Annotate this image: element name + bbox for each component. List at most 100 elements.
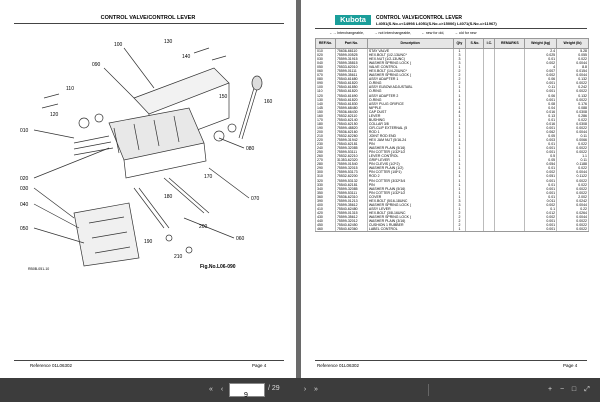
table-cell: [494, 117, 526, 122]
column-header: Weight (kg): [524, 38, 558, 49]
table-cell: [483, 121, 496, 126]
table-cell: [494, 101, 526, 106]
fit-page-icon[interactable]: □: [571, 386, 577, 393]
table-cell: 0.11: [556, 158, 589, 163]
table-cell: [494, 174, 526, 179]
table-cell: [483, 194, 496, 199]
left-page: CONTROL VALVE/CONTROL LEVER: [0, 0, 296, 378]
column-header: Weight (lb): [556, 38, 589, 49]
table-cell: 75599-32085: [334, 186, 368, 191]
table-cell: 0.001: [524, 227, 558, 233]
table-cell: 300: [315, 170, 336, 175]
table-cell: [483, 154, 496, 159]
table-cell: [483, 223, 496, 228]
table-cell: [494, 57, 526, 62]
table-cell: 120: [315, 93, 336, 98]
model-serial-range: L4051(S.No.=<14998 L4051(S.No.=>15006) L…: [376, 21, 497, 26]
table-cell: 75599-48820: [334, 125, 368, 130]
table-cell: 31353-62320: [334, 158, 368, 163]
column-header: Qty: [452, 38, 467, 49]
legend-item: → not interchangeable,: [373, 31, 412, 35]
column-header: REMARKS: [494, 38, 526, 49]
callout-label: 150: [219, 94, 228, 100]
footer-page: Page 4: [252, 363, 267, 368]
table-cell: [494, 109, 526, 114]
double-left-arrow-icon[interactable]: «: [209, 386, 213, 393]
table-cell: [483, 227, 496, 233]
fullscreen-icon[interactable]: ⤢: [584, 386, 590, 393]
table-cell: [494, 65, 526, 70]
table-cell: 0.0044: [556, 73, 589, 78]
double-right-arrow-icon[interactable]: »: [314, 386, 318, 393]
table-cell: 75540-62450: [334, 223, 368, 228]
table-cell: [494, 133, 526, 139]
table-cell: 250: [315, 150, 336, 155]
diagram-reference-note: RB0B-051-10: [28, 267, 50, 271]
table-cell: [494, 93, 526, 98]
table-cell: [483, 125, 496, 130]
table-cell: 0.176: [556, 101, 589, 106]
left-arrow-icon[interactable]: ‹: [220, 386, 224, 393]
page-gutter: [296, 0, 301, 378]
table-cell: 75532-62110: [334, 113, 368, 118]
table-cell: 0.132: [556, 93, 589, 98]
table-cell: [494, 85, 526, 90]
column-header: REF.No.: [315, 38, 336, 49]
table-cell: 75532-62210: [334, 154, 368, 159]
table-cell: [483, 77, 496, 82]
table-cell: 0.088: [556, 105, 589, 110]
table-cell: 75599-01540: [334, 162, 368, 167]
table-cell: [494, 162, 526, 167]
page-number-input[interactable]: [230, 389, 262, 402]
table-cell: 040: [315, 61, 336, 66]
table-cell: [494, 48, 526, 54]
table-cell: 290: [315, 166, 336, 171]
callout-label: 070: [251, 196, 260, 202]
right-page: Kubota CONTROL VALVE/CONTROL LEVER L4051…: [301, 0, 600, 378]
callout-label: 140: [182, 54, 191, 60]
table-cell: 450: [315, 223, 336, 228]
table-cell: 100: [315, 85, 336, 90]
table-cell: [494, 178, 526, 183]
table-cell: [483, 89, 496, 94]
table-cell: 75599-31942: [334, 138, 368, 143]
column-header: Part No.: [334, 38, 368, 49]
table-cell: 75599-35612: [334, 214, 368, 219]
zoom-out-icon[interactable]: −: [559, 386, 565, 393]
table-cell: 130: [315, 97, 336, 102]
table-cell: 75599-01111: [334, 69, 368, 74]
table-cell: 110: [315, 89, 336, 94]
table-cell: [494, 170, 526, 175]
callout-label: 160: [264, 99, 273, 105]
table-cell: 5.28: [556, 48, 589, 54]
zoom-in-icon[interactable]: +: [547, 386, 553, 393]
table-cell: [483, 133, 496, 139]
table-cell: [465, 227, 485, 233]
table-cell: 8.8: [556, 65, 589, 70]
table-cell: [494, 158, 526, 163]
table-cell: [494, 166, 526, 171]
table-cell: [494, 198, 526, 203]
right-arrow-icon[interactable]: ›: [303, 386, 307, 393]
table-cell: LABEL CONTROL: [366, 227, 454, 233]
table-cell: [483, 113, 496, 118]
table-cell: [483, 93, 496, 98]
callout-label: 050: [20, 226, 29, 232]
callout-label: 210: [174, 254, 183, 260]
table-cell: [494, 61, 526, 66]
figure-number: Fig.No.L06-090: [200, 264, 236, 270]
